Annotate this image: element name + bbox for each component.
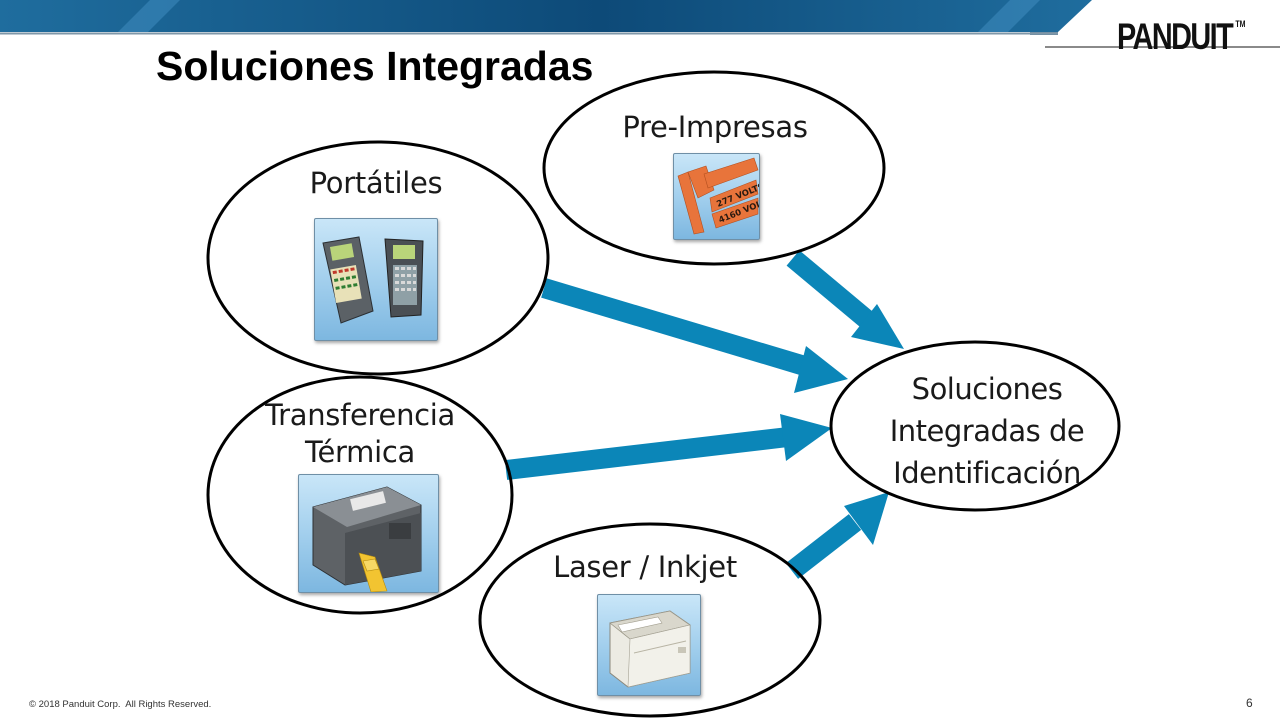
printer-body <box>312 486 422 586</box>
header-stripe <box>118 0 180 32</box>
page-number: 6 <box>1246 696 1253 710</box>
arrow-head <box>851 304 904 349</box>
label-line: Pre-Impresas <box>622 110 808 144</box>
arrow-shaft <box>504 427 790 480</box>
ellipse-portatiles <box>206 140 550 376</box>
node-label-soluciones: Soluciones Integradas de Identificación <box>880 368 1094 494</box>
node-label-laser: Laser / Inkjet <box>535 549 755 586</box>
arrow-head <box>794 346 848 393</box>
arrow-head <box>844 492 889 545</box>
arrow-shaft <box>785 514 862 579</box>
node-label-transferencia: Transferencia Térmica <box>255 397 465 471</box>
laser-printer-body <box>609 610 691 688</box>
edge-transferencia-to-soluciones <box>504 414 832 480</box>
arrow-shaft <box>786 250 873 327</box>
slide-title: Soluciones Integradas <box>156 43 594 89</box>
thermal-transfer-printer-image <box>298 474 439 593</box>
header-stripe <box>978 0 1040 32</box>
label-line: Portátiles <box>309 166 443 200</box>
handheld-label-printers-image <box>314 218 438 341</box>
ellipse-soluciones <box>829 340 1121 512</box>
label-line: Soluciones <box>911 372 1063 406</box>
label-line: Identificación <box>893 456 1081 490</box>
edge-pre-impresas-to-soluciones <box>786 250 904 349</box>
ellipse-laser <box>478 522 822 718</box>
orange-label-strips <box>677 157 759 235</box>
header-bar <box>0 0 1280 48</box>
label-line: Integradas de <box>889 414 1085 448</box>
arrow-shaft <box>541 278 811 377</box>
copyright-footer: © 2018 Panduit Corp. All Rights Reserved… <box>29 699 212 710</box>
edge-portatiles-to-soluciones <box>541 278 848 393</box>
preprinted-labels-image: 277 VOLTS 4160 VOLTS <box>673 153 760 240</box>
yellow-label-strip <box>358 552 388 592</box>
label-line: Transferencia <box>264 398 456 432</box>
handheld-printer-left <box>322 236 374 324</box>
header-band <box>0 0 1092 32</box>
handheld-printer-right <box>384 238 424 318</box>
laser-printer-image <box>597 594 701 696</box>
label-line: Laser / Inkjet <box>553 550 737 584</box>
ellipse-pre-impresas <box>542 70 886 266</box>
arrow-head <box>780 414 832 461</box>
ellipse-transferencia <box>206 375 514 615</box>
edge-laser-to-soluciones <box>785 492 889 579</box>
node-label-portatiles: Portátiles <box>276 165 476 202</box>
label-line: Térmica <box>305 435 415 469</box>
node-label-pre-impresas: Pre-Impresas <box>610 109 820 146</box>
